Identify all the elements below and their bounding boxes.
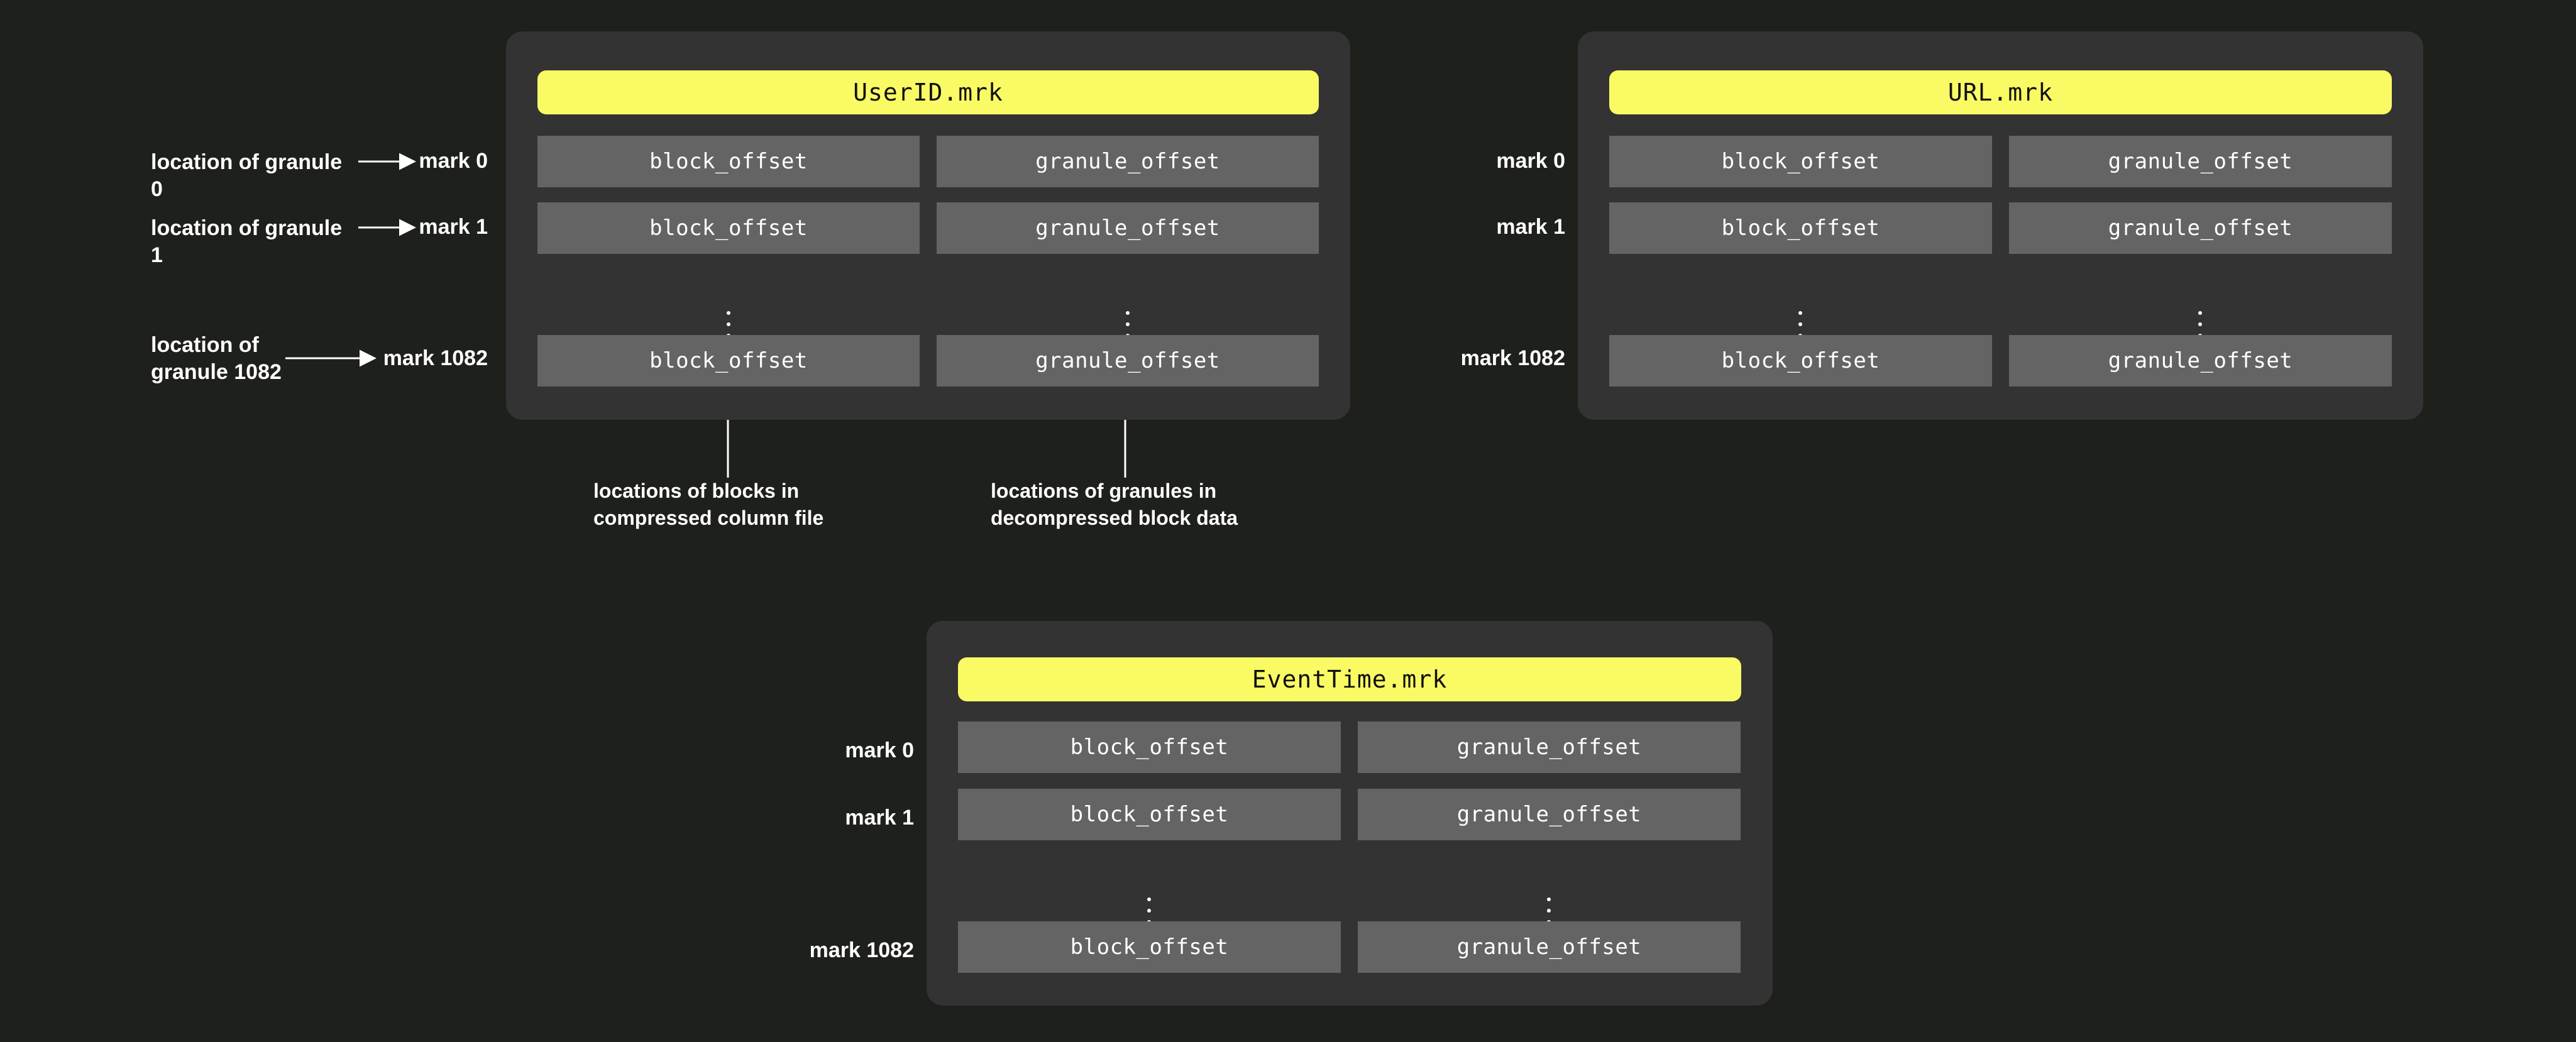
panel-url-row1-block-offset: block_offset (1609, 202, 1992, 254)
panel-eventtime-row0-block-offset: block_offset (958, 721, 1341, 773)
panel-userid-row1-granule-offset: granule_offset (937, 202, 1319, 254)
panel-eventtime-ellipsis-granule (1546, 897, 1552, 924)
panel-url-row1-granule-offset: granule_offset (2009, 202, 2392, 254)
panel-url-row0-granule-offset: granule_offset (2009, 136, 2392, 187)
panel-eventtime-ellipsis-block (1146, 897, 1152, 924)
panel-url: URL.mrk block_offset granule_offset bloc… (1578, 31, 2423, 420)
left-label-granule-0: location of granule 0 (151, 150, 343, 201)
panel-userid-row1-block-offset: block_offset (537, 202, 920, 254)
panel-url-row0-block-offset: block_offset (1609, 136, 1992, 187)
panel-eventtime-row0-granule-offset: granule_offset (1358, 721, 1741, 773)
panel-eventtime-row1-granule-offset: granule_offset (1358, 789, 1741, 840)
panel-url-mark-1082: mark 1082 (1460, 346, 1565, 370)
panel-url-ellipsis-granule (2197, 311, 2203, 337)
panel-url-row1082-granule-offset: granule_offset (2009, 335, 2392, 387)
panel-userid-row0-block-offset: block_offset (537, 136, 920, 187)
panel-eventtime-title: EventTime.mrk (958, 657, 1741, 701)
panel-eventtime-mark-1: mark 1 (845, 806, 914, 830)
panel-url-row1082-block-offset: block_offset (1609, 335, 1992, 387)
left-label-granule-1082: location of granule 1082 (151, 333, 282, 384)
panel-url-mark-0: mark 0 (1496, 149, 1565, 173)
annotation-blocks: locations of blocks in compressed column… (593, 480, 824, 530)
panel-eventtime: EventTime.mrk block_offset granule_offse… (927, 621, 1773, 1006)
panel-url-title: URL.mrk (1609, 70, 2392, 114)
panel-eventtime-row1-block-offset: block_offset (958, 789, 1341, 840)
panel-userid-title: UserID.mrk (537, 70, 1319, 114)
panel-userid-mark-1082: mark 1082 (383, 346, 488, 370)
panel-userid-row1082-granule-offset: granule_offset (937, 335, 1319, 387)
panel-url-mark-1: mark 1 (1496, 215, 1565, 239)
panel-userid-ellipsis-block (725, 311, 732, 337)
panel-userid-mark-1: mark 1 (419, 215, 488, 239)
panel-userid-row1082-block-offset: block_offset (537, 335, 920, 387)
left-label-granule-1: location of granule 1 (151, 216, 343, 267)
panel-eventtime-mark-1082: mark 1082 (809, 938, 914, 962)
panel-userid-row0-granule-offset: granule_offset (937, 136, 1319, 187)
panel-userid-mark-0: mark 0 (419, 149, 488, 173)
panel-userid-ellipsis-granule (1125, 311, 1131, 337)
panel-eventtime-row1082-block-offset: block_offset (958, 921, 1341, 973)
panel-eventtime-row1082-granule-offset: granule_offset (1358, 921, 1741, 973)
panel-url-ellipsis-block (1797, 311, 1803, 337)
panel-eventtime-mark-0: mark 0 (845, 738, 914, 762)
panel-userid: UserID.mrk block_offset granule_offset b… (506, 31, 1350, 420)
annotation-granules: locations of granules in decompressed bl… (991, 480, 1238, 530)
